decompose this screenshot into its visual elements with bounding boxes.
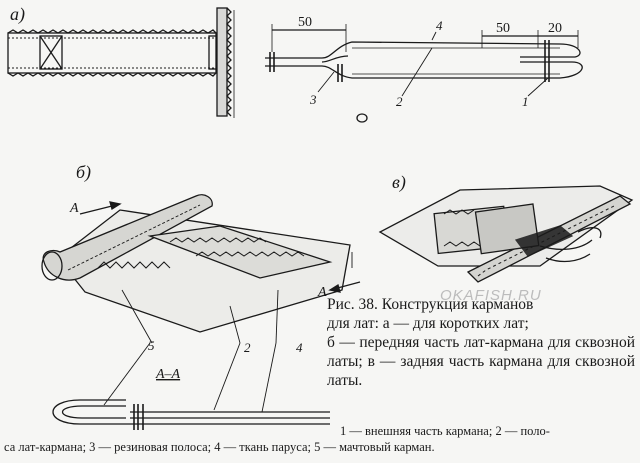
- panel-a-pocket-strip: [7, 7, 235, 118]
- panel-a-section: [265, 24, 583, 123]
- dimension-20: 20: [548, 21, 562, 36]
- callout-1: 1: [522, 94, 529, 109]
- callout-2-section: 2: [244, 340, 251, 355]
- callout-4-section: 4: [296, 340, 303, 355]
- legend-line-1: 1 — внешняя часть кармана; 2 — поло-: [340, 424, 550, 438]
- legend-line-2: са лат-кармана; 3 — резиновая полоса; 4 …: [4, 440, 435, 454]
- caption-line-1: Рис. 38. Конструкция карманов: [327, 296, 534, 313]
- section-marker-left: A: [69, 201, 79, 216]
- watermark: OKAFISH.RU: [440, 287, 542, 304]
- panel-label-b: б): [76, 162, 91, 183]
- panel-label-a: а): [10, 4, 25, 25]
- figure-caption: Рис. 38. Конструкция карманов для лат: а…: [327, 295, 635, 390]
- callout-3: 3: [309, 92, 317, 107]
- panel-v-pocket: [378, 185, 634, 283]
- callout-2: 2: [396, 94, 403, 109]
- section-marker-right: A: [317, 285, 327, 300]
- panel-b-pocket: [41, 194, 361, 413]
- callout-5: 5: [148, 338, 155, 353]
- callout-4: 4: [436, 18, 443, 33]
- caption-line-2: для лат: а — для коротких лат;: [327, 315, 529, 332]
- section-label: A–A: [155, 367, 181, 382]
- panel-label-v: в): [392, 172, 406, 193]
- dimension-50-left: 50: [298, 15, 312, 30]
- panel-b-section: [52, 399, 330, 430]
- figure-legend: 1 — внешняя часть кармана; 2 — поло- са …: [4, 423, 636, 455]
- caption-line-3: б — передняя часть лат-кармана для сквоз…: [327, 334, 635, 389]
- dimension-50-right: 50: [496, 21, 510, 36]
